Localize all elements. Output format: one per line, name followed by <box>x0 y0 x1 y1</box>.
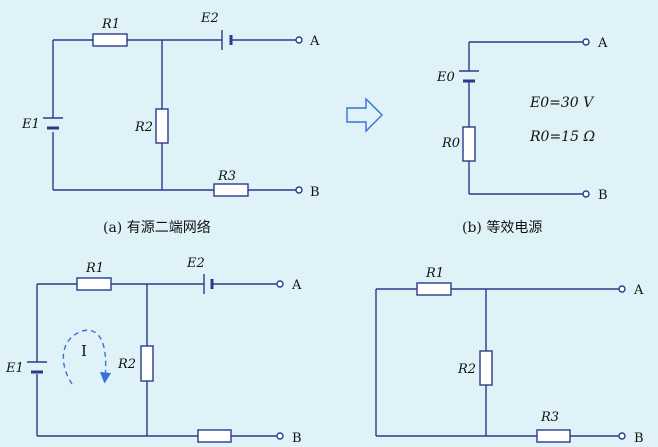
fig-c-label-r2: R2 <box>117 357 136 372</box>
fig-d-resistor-r1 <box>416 282 452 296</box>
fig-a-label-terminal-b: B <box>310 185 320 200</box>
fig-c-label-terminal-b: B <box>292 431 302 446</box>
fig-d-resistor-r2 <box>479 350 493 386</box>
fig-c-battery-e1 <box>27 361 47 374</box>
fig-b-terminal-b-icon <box>582 190 590 198</box>
fig-c-resistor-r2 <box>140 345 154 382</box>
fig-c-terminal-b-icon <box>276 432 284 440</box>
fig-c-resistor-bottom <box>197 429 232 443</box>
fig-c-battery-e2 <box>203 274 214 294</box>
fig-a-label-terminal-a: A <box>309 34 320 49</box>
fig-d-label-r3: R3 <box>540 410 559 425</box>
fig-c-loop-current-arrow-icon <box>62 329 112 385</box>
fig-d-label-terminal-b: B <box>634 431 644 446</box>
figure-a-active-two-terminal-network <box>43 30 303 197</box>
fig-a-battery-e2 <box>221 30 233 50</box>
fig-a-resistor-r2 <box>155 108 169 144</box>
fig-a-caption: (a) 有源二端网络 <box>103 220 211 236</box>
fig-d-label-r1: R1 <box>425 266 444 281</box>
fig-b-caption: (b) 等效电源 <box>462 219 542 236</box>
fig-a-label-e2: E2 <box>200 11 219 26</box>
fig-c-label-r1: R1 <box>85 261 104 276</box>
fig-d-terminal-b-icon <box>618 432 626 440</box>
fig-a-terminal-b-icon <box>295 186 303 194</box>
fig-c-label-e1: E1 <box>5 361 24 376</box>
fig-a-label-r1: R1 <box>101 17 120 32</box>
fig-a-label-r3: R3 <box>217 169 236 184</box>
fig-d-terminal-a-icon <box>618 285 626 293</box>
figure-b-equivalent-source <box>459 38 590 198</box>
fig-a-terminal-a-icon <box>295 36 303 44</box>
fig-c-label-terminal-a: A <box>291 278 302 293</box>
fig-b-label-terminal-a: A <box>597 36 608 51</box>
fig-d-resistor-r3 <box>536 429 571 443</box>
figure-d-passive-network <box>375 282 626 443</box>
fig-c-label-e2: E2 <box>186 256 205 271</box>
fig-c-terminal-a-icon <box>276 280 284 288</box>
fig-b-label-terminal-b: B <box>598 188 608 203</box>
fig-b-terminal-a-icon <box>582 38 590 46</box>
fig-a-resistor-r3 <box>213 183 249 197</box>
fig-c-resistor-r1 <box>76 277 112 291</box>
fig-d-label-r2: R2 <box>457 362 476 377</box>
fig-a-label-r2: R2 <box>134 120 153 135</box>
fig-c-label-loop-current: I <box>81 342 87 360</box>
fig-d-label-terminal-a: A <box>633 283 644 298</box>
figure-c-loop-current <box>27 274 284 443</box>
fig-a-resistor-r1 <box>92 33 128 47</box>
fig-b-battery-e0 <box>459 70 479 83</box>
fig-b-value-e0: E0=30 V <box>529 95 595 111</box>
fig-b-resistor-r0 <box>462 126 476 162</box>
fig-b-value-r0: R0=15 Ω <box>529 129 595 145</box>
fig-a-battery-e1 <box>43 117 63 130</box>
fig-a-label-e1: E1 <box>21 117 40 132</box>
fig-b-label-r0: R0 <box>441 136 460 151</box>
fig-b-label-e0: E0 <box>436 70 455 85</box>
hollow-right-arrow-icon <box>346 97 383 133</box>
